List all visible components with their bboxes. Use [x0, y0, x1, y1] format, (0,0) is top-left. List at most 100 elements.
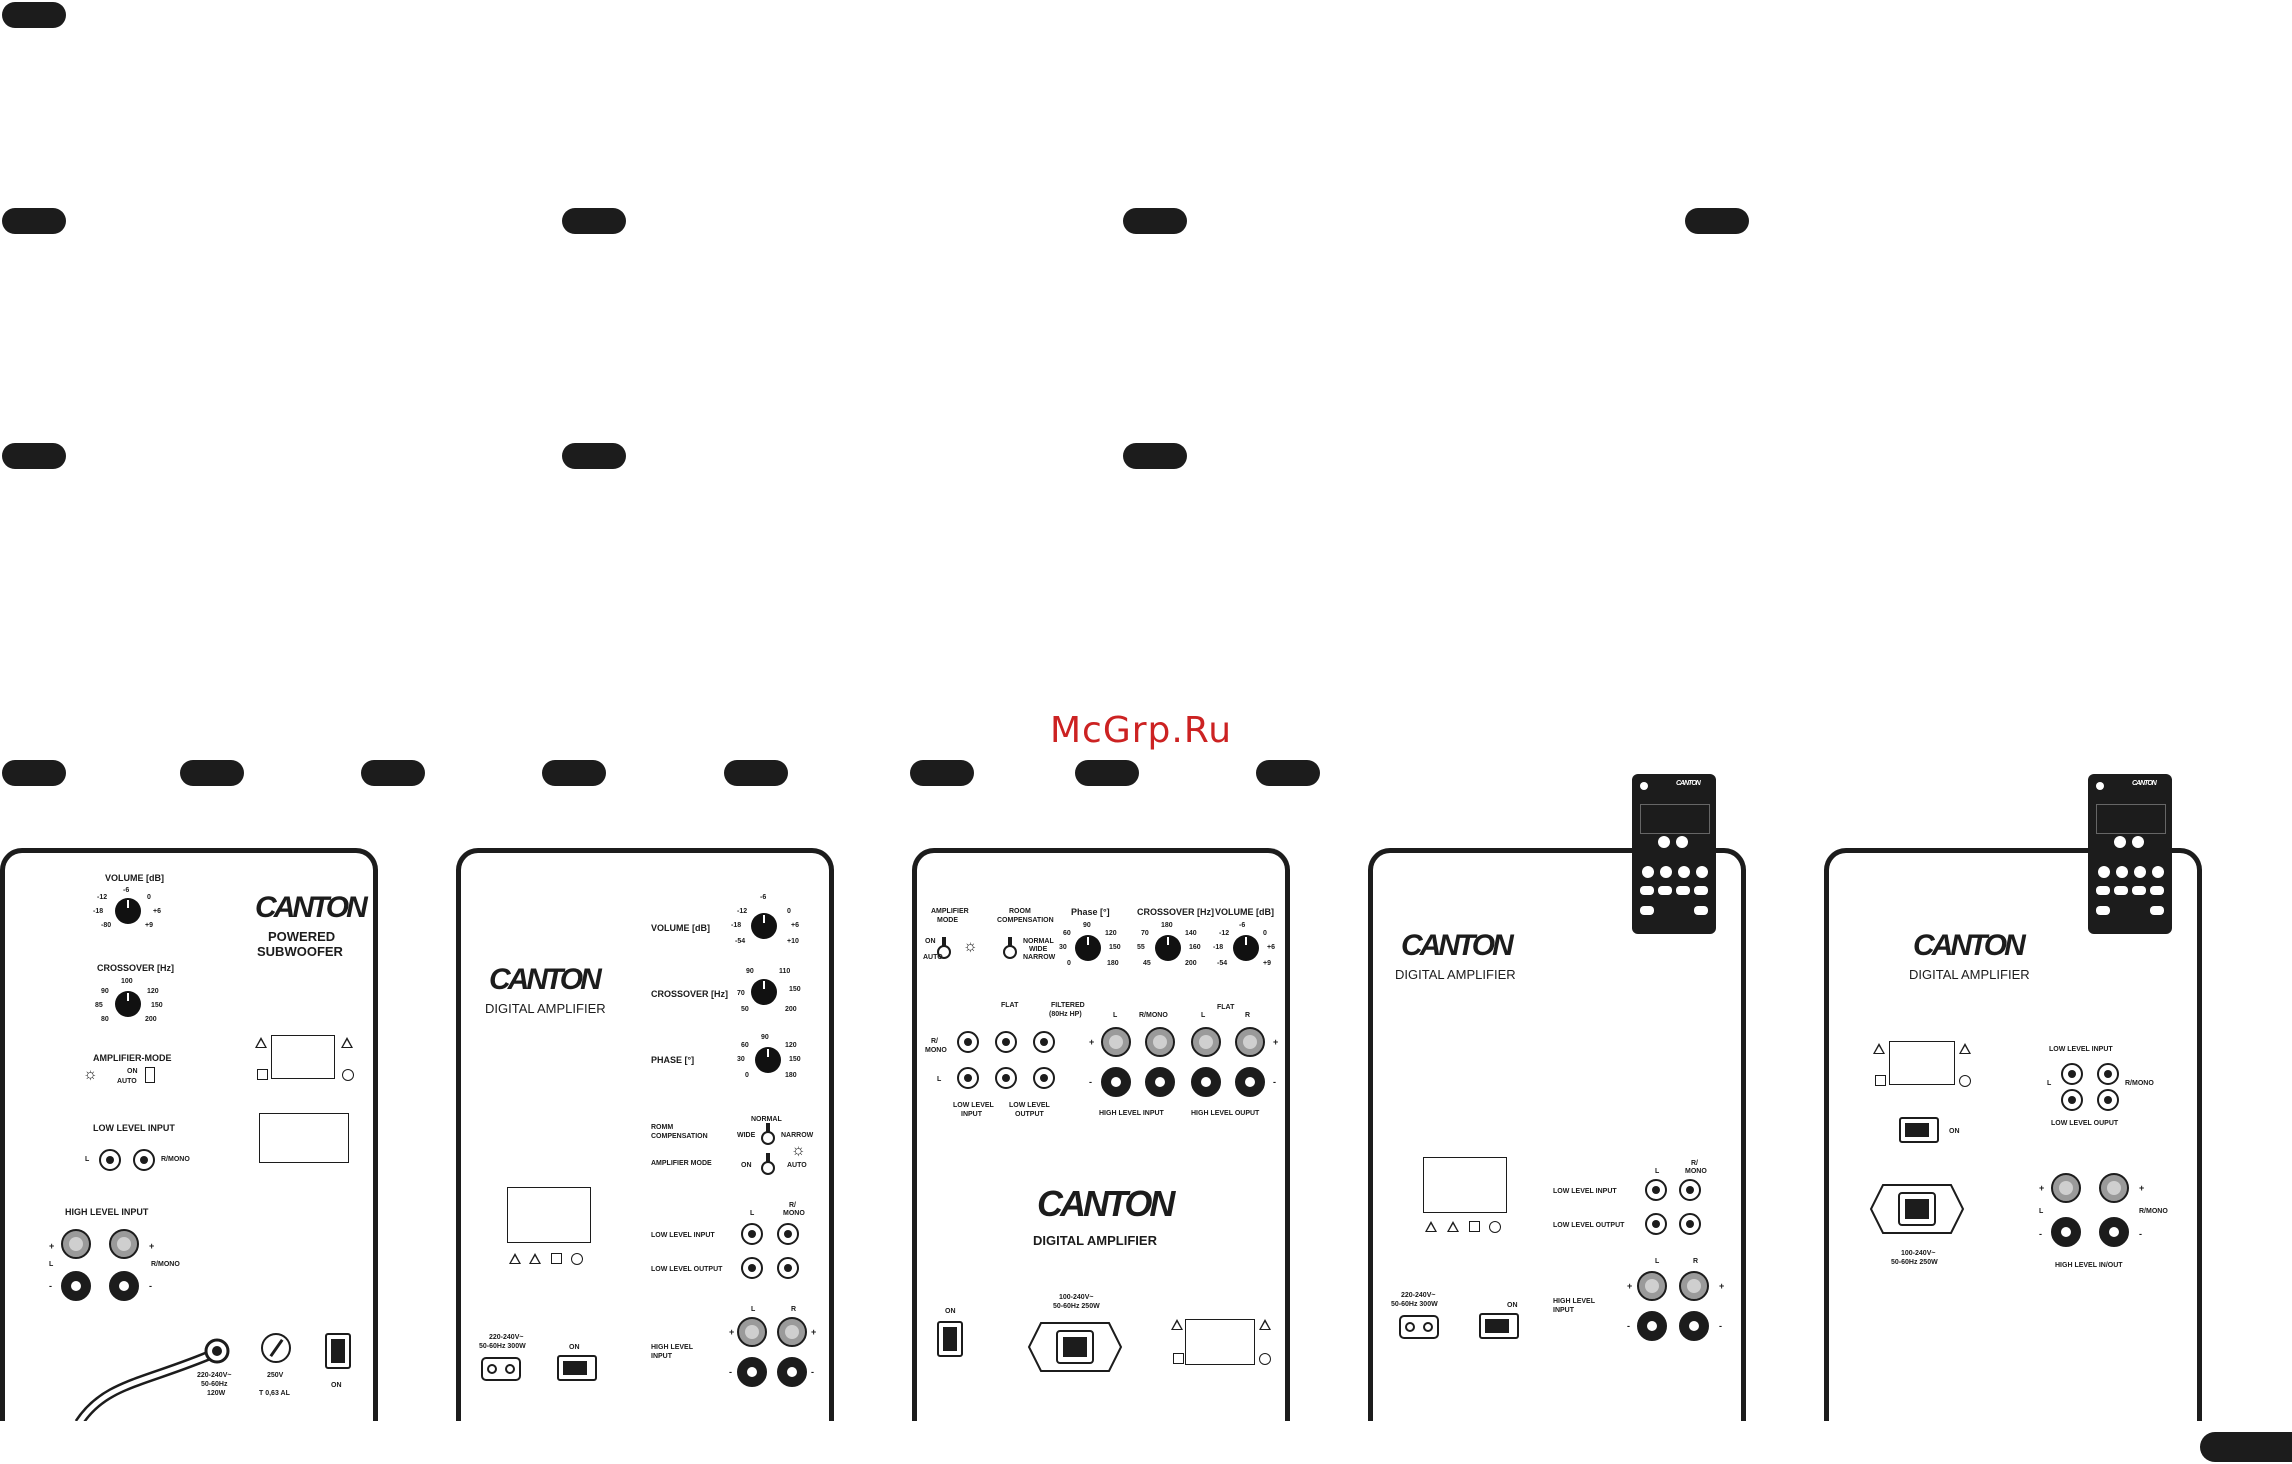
rca-input-r[interactable] [1679, 1179, 1701, 1201]
rca-output-r[interactable] [2097, 1089, 2119, 1111]
mode-switch[interactable] [145, 1067, 155, 1083]
binding-post-l-plus[interactable] [61, 1229, 91, 1259]
binding-post[interactable] [1101, 1027, 1131, 1057]
rca-output-l[interactable] [2061, 1089, 2083, 1111]
remote-button[interactable] [2098, 866, 2110, 878]
label: LOW LEVEL INPUT [1553, 1188, 1617, 1195]
binding-post-l-plus[interactable] [1637, 1271, 1667, 1301]
power-inlet[interactable] [1869, 1179, 1965, 1239]
rca-input-l[interactable] [1645, 1179, 1667, 1201]
label: MONO [783, 1210, 805, 1217]
phase-knob[interactable] [755, 1047, 781, 1073]
volume-down-button[interactable] [2114, 836, 2126, 848]
binding-post[interactable] [1235, 1067, 1265, 1097]
rca-input-r[interactable] [2097, 1063, 2119, 1085]
phase-knob[interactable] [1075, 935, 1101, 961]
remote-button[interactable] [1678, 866, 1690, 878]
rca-flat-l[interactable] [957, 1067, 979, 1089]
binding-post-r-plus[interactable] [777, 1317, 807, 1347]
label: 50-60Hz 250W [1053, 1303, 1100, 1310]
binding-post-r-plus[interactable] [109, 1229, 139, 1259]
power-switch[interactable] [1479, 1313, 1519, 1339]
volume-knob[interactable] [115, 898, 141, 924]
crossover-knob[interactable] [115, 991, 141, 1017]
binding-post-l-minus[interactable] [737, 1357, 767, 1387]
binding-post[interactable] [1145, 1067, 1175, 1097]
power-switch[interactable] [937, 1321, 963, 1357]
volume-up-button[interactable] [2132, 836, 2144, 848]
remote-button[interactable] [2132, 886, 2146, 895]
remote-control[interactable]: CANTON [1632, 774, 1716, 934]
remote-button[interactable] [1640, 906, 1654, 915]
rca-flat-out-r[interactable] [995, 1031, 1017, 1053]
remote-button[interactable] [2114, 886, 2128, 895]
binding-post-l-plus[interactable] [737, 1317, 767, 1347]
rca-flat-r[interactable] [957, 1031, 979, 1053]
rca-output-l[interactable] [1645, 1213, 1667, 1235]
remote-button[interactable] [1642, 866, 1654, 878]
room-comp-switch[interactable] [1003, 937, 1017, 959]
fuse-holder[interactable] [261, 1333, 291, 1363]
rca-input-r[interactable] [133, 1149, 155, 1171]
volume-knob[interactable] [751, 913, 777, 939]
power-inlet[interactable] [481, 1357, 521, 1381]
page-tab [2200, 1432, 2292, 1462]
power-button[interactable] [1640, 782, 1648, 790]
remote-button[interactable] [1660, 866, 1672, 878]
remote-button[interactable] [2150, 906, 2164, 915]
amp-mode-switch[interactable] [761, 1153, 775, 1175]
rca-output-r[interactable] [1679, 1213, 1701, 1235]
binding-post[interactable] [1235, 1027, 1265, 1057]
remote-button[interactable] [1696, 866, 1708, 878]
remote-button[interactable] [2096, 906, 2110, 915]
remote-button[interactable] [2152, 866, 2164, 878]
binding-post-r-minus[interactable] [2099, 1217, 2129, 1247]
binding-post-l-minus[interactable] [61, 1271, 91, 1301]
rca-input-r[interactable] [777, 1223, 799, 1245]
rca-input-l[interactable] [2061, 1063, 2083, 1085]
remote-button[interactable] [1640, 886, 1654, 895]
rca-filtered-r[interactable] [1033, 1031, 1055, 1053]
crossover-knob[interactable] [751, 979, 777, 1005]
room-comp-switch[interactable] [761, 1123, 775, 1145]
rca-output-r[interactable] [777, 1257, 799, 1279]
volume-down-button[interactable] [1658, 836, 1670, 848]
remote-button[interactable] [1676, 886, 1690, 895]
power-switch[interactable] [325, 1333, 351, 1369]
rca-filtered-l[interactable] [1033, 1067, 1055, 1089]
rca-flat-out-l[interactable] [995, 1067, 1017, 1089]
remote-button[interactable] [2116, 866, 2128, 878]
remote-button[interactable] [2134, 866, 2146, 878]
power-switch[interactable] [557, 1355, 597, 1381]
remote-button[interactable] [2096, 886, 2110, 895]
binding-post-r-minus[interactable] [1679, 1311, 1709, 1341]
binding-post-r-minus[interactable] [777, 1357, 807, 1387]
binding-post[interactable] [1145, 1027, 1175, 1057]
rca-input-l[interactable] [741, 1223, 763, 1245]
volume-up-button[interactable] [1676, 836, 1688, 848]
volume-knob[interactable] [1233, 935, 1259, 961]
binding-post-r-minus[interactable] [109, 1271, 139, 1301]
remote-control[interactable]: CANTON [2088, 774, 2172, 934]
binding-post-l-plus[interactable] [2051, 1173, 2081, 1203]
remote-button[interactable] [1694, 906, 1708, 915]
binding-post[interactable] [1101, 1067, 1131, 1097]
binding-post-r-plus[interactable] [1679, 1271, 1709, 1301]
binding-post-l-minus[interactable] [2051, 1217, 2081, 1247]
binding-post[interactable] [1191, 1067, 1221, 1097]
power-inlet[interactable] [1399, 1315, 1439, 1339]
label: LOW LEVEL [953, 1102, 994, 1109]
rca-output-l[interactable] [741, 1257, 763, 1279]
power-button[interactable] [2096, 782, 2104, 790]
binding-post[interactable] [1191, 1027, 1221, 1057]
binding-post-r-plus[interactable] [2099, 1173, 2129, 1203]
remote-button[interactable] [1694, 886, 1708, 895]
binding-post-l-minus[interactable] [1637, 1311, 1667, 1341]
amp-mode-switch[interactable] [937, 937, 951, 959]
power-inlet[interactable] [1027, 1317, 1123, 1377]
rca-input-l[interactable] [99, 1149, 121, 1171]
power-switch[interactable] [1899, 1117, 1939, 1143]
crossover-knob[interactable] [1155, 935, 1181, 961]
remote-button[interactable] [2150, 886, 2164, 895]
remote-button[interactable] [1658, 886, 1672, 895]
